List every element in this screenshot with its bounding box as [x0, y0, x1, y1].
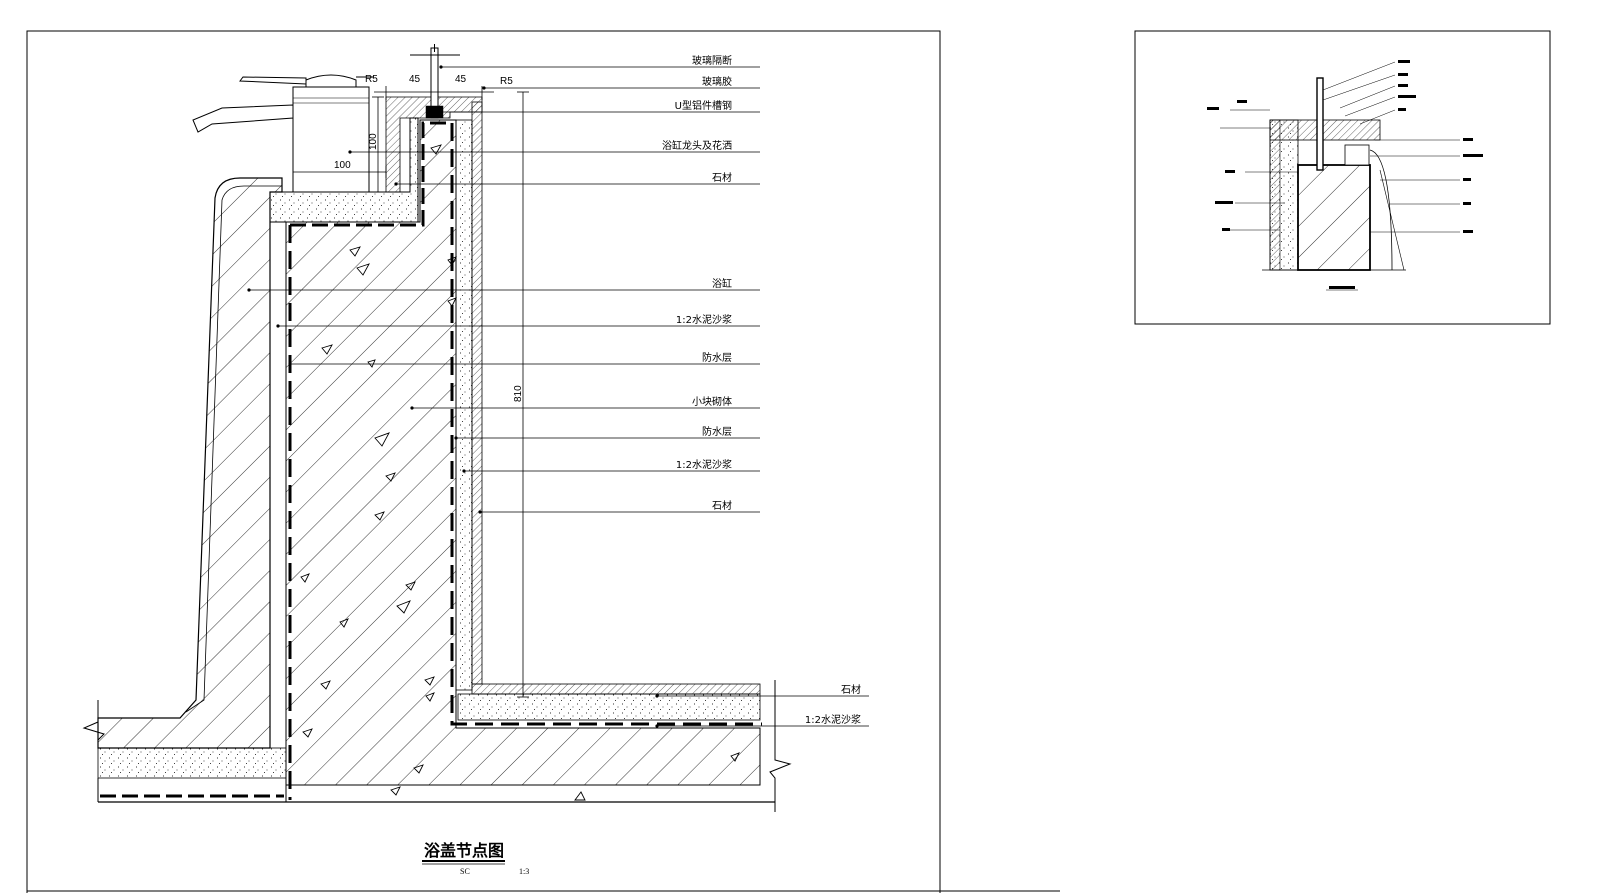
dim-h-810: 810: [513, 385, 524, 402]
aggregate-marks: [300, 144, 740, 801]
drawing-code: SC: [460, 867, 470, 876]
thumb-label-stubs: [1207, 60, 1483, 289]
callout-u-channel: U型铝件槽钢: [675, 99, 732, 112]
callout-labels: 玻璃隔断 玻璃胶 U型铝件槽钢 浴缸龙头及花洒 石材 浴缸 1:2水泥沙浆 防水…: [662, 54, 861, 726]
thumbnail-frame: [1134, 30, 1551, 325]
dim-r-left: R5: [365, 74, 378, 85]
callout-waterproof-inner: 防水层: [702, 425, 732, 438]
thumb-cap: [1269, 119, 1381, 141]
waterproof-layer-outer: [290, 121, 452, 227]
break-line-left: [82, 700, 105, 748]
drawing-title: 浴盖节点图: [424, 841, 504, 860]
faucet-spout: [192, 104, 294, 133]
callout-bathtub: 浴缸: [712, 277, 732, 290]
dim-h-100: 100: [368, 133, 379, 150]
callout-floor-stone: 石材: [841, 683, 861, 696]
thumbnail-detail: [1134, 30, 1551, 325]
callout-faucet: 浴缸龙头及花洒: [662, 139, 732, 152]
dim-w-right: 45: [455, 74, 467, 85]
faucet-handle: [239, 76, 307, 85]
leader-dots: [247, 65, 659, 728]
inner-stone-vertical: [471, 101, 483, 685]
callout-block: 小块砌体: [692, 396, 732, 408]
thumb-block: [1297, 164, 1371, 271]
leader-lines: [249, 66, 869, 727]
dim-w-100: 100: [334, 160, 351, 171]
faucet: [192, 74, 374, 193]
callout-stone-inner: 石材: [712, 499, 732, 512]
callout-glass-partition: 玻璃隔断: [692, 54, 732, 67]
main-detail: R5 45 45 R5 100 100 810: [26, 30, 1060, 893]
floor-mortar: [457, 693, 761, 721]
dimensions: [292, 86, 529, 698]
bathtub-wall: [97, 177, 283, 749]
bathtub-inner-edge: [185, 185, 282, 713]
inner-mortar-vertical: [455, 119, 473, 691]
callout-mortar-inner: 1:2水泥沙浆: [676, 458, 732, 471]
break-line-right: [769, 738, 792, 812]
base-mortar: [97, 747, 287, 779]
dim-w-left: 45: [409, 74, 421, 85]
dim-r-right: R5: [500, 76, 513, 87]
callout-waterproof-outer: 防水层: [702, 351, 732, 364]
drawing-scale: 1:3: [519, 867, 529, 876]
waterproof-layer-inner: [450, 123, 762, 726]
callout-stone-top: 石材: [712, 171, 732, 184]
faucet-base: [292, 86, 370, 193]
main-frame: [26, 30, 941, 893]
floor-stone: [471, 683, 761, 695]
thumb-glass: [1316, 77, 1324, 171]
callout-floor-mortar: 1:2水泥沙浆: [805, 713, 861, 726]
callout-glass-glue: 玻璃胶: [702, 75, 732, 88]
faucet-cap: [305, 74, 357, 88]
callout-mortar-outer: 1:2水泥沙浆: [676, 313, 732, 326]
block-core: [285, 119, 761, 786]
